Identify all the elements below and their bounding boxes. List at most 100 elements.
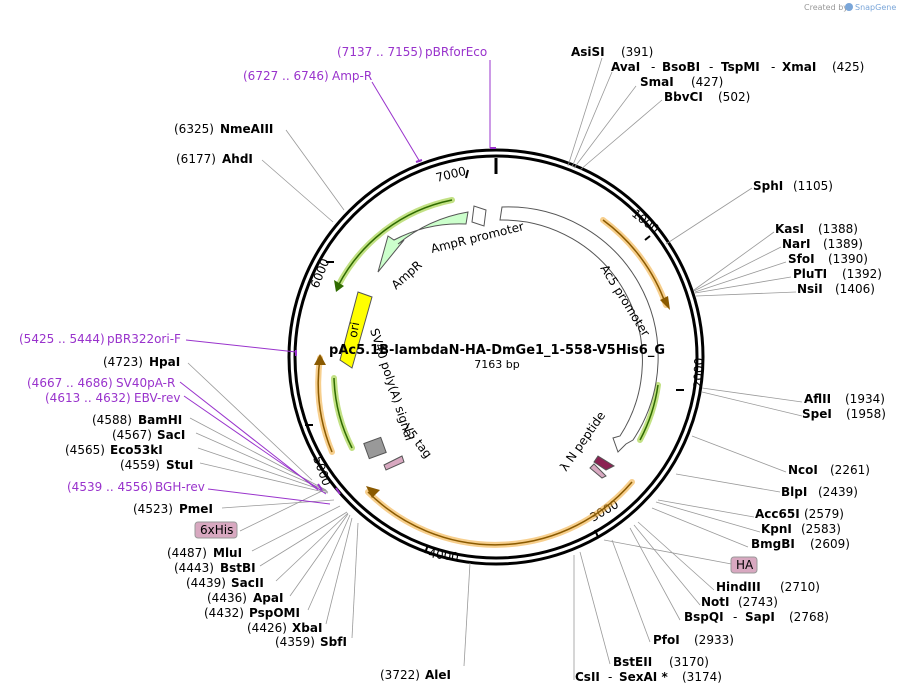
site-name: HindIII (716, 580, 761, 594)
site-pos: (1105) (793, 179, 833, 193)
site-name: XbaI (292, 621, 322, 635)
site-name: BbvCI (664, 90, 703, 104)
orf-arc-3 (315, 355, 335, 455)
primer-connectors (179, 60, 496, 505)
ampr-label: AmpR (389, 258, 425, 292)
site-name: BlpI (781, 485, 807, 499)
site-pos: (425) (832, 60, 864, 74)
site-name: SacII (231, 576, 264, 590)
site-name: NsiI (797, 282, 823, 296)
site-name: StuI (166, 458, 193, 472)
primer-range: (6727 .. 6746) (243, 69, 329, 83)
site-name: SfoI (788, 252, 815, 266)
site-name: SacI (157, 428, 185, 442)
plasmid-title: pAc5.1B-lambdaN-HA-DmGe1_1-558-V5His6_G (329, 343, 665, 358)
site-name: NmeAIII (220, 122, 273, 136)
plasmid-length: 7163 bp (474, 358, 519, 371)
site-pos: (1392) (842, 267, 882, 281)
tick-2000: 2000 (691, 358, 706, 389)
brand-text: SnapGene (855, 3, 896, 12)
site-pos: (1958) (846, 407, 886, 421)
ha-tag-badge-label: HA (736, 558, 754, 572)
site-name: AsiSI (571, 45, 605, 59)
ruler (305, 169, 684, 554)
site-pos: (2579) (804, 507, 844, 521)
site-pos: (4432) (204, 606, 244, 620)
site-name: MluI (213, 546, 242, 560)
backbone-inner-ring (293, 154, 699, 560)
site-pos: (2609) (810, 537, 850, 551)
site-pos: (4523) (133, 502, 173, 516)
site-pos: (3722) (380, 668, 420, 682)
site-pos: (1389) (823, 237, 863, 251)
site-connectors (187, 57, 803, 680)
primer-range: (4667 .. 4686) (27, 376, 113, 390)
orf-arc-2-head (366, 486, 380, 498)
site-name: AvaI (611, 60, 640, 74)
green-arc-right-line (639, 384, 659, 441)
site-name: NotI (701, 595, 730, 609)
site-pos: (4439) (186, 576, 226, 590)
site-name: KpnI (761, 522, 792, 536)
primer-name: SV40pA-R (116, 376, 175, 390)
site-pos: (1388) (818, 222, 858, 236)
site-pos: (4436) (207, 591, 247, 605)
credit-text: Created by (804, 3, 848, 12)
site-name: PmeI (179, 502, 213, 516)
green-arc-left-line (333, 377, 353, 449)
site-name: NcoI (788, 463, 818, 477)
site-name: BstEII (613, 655, 652, 669)
primer-range: (4613 .. 4632) (45, 391, 131, 405)
site-name: XmaI (782, 60, 816, 74)
site-name: NarI (782, 237, 811, 251)
tick-7000: 7000 (434, 164, 467, 185)
primer-name: Amp-R (332, 69, 372, 83)
svg-text:-: - (651, 60, 655, 74)
site-name: SmaI (640, 75, 674, 89)
site-name: AflII (804, 392, 831, 406)
orf-arc-1-line (602, 219, 667, 306)
site-name: SbfI (320, 635, 347, 649)
primer-range: (7137 .. 7155) (337, 45, 423, 59)
tick-5000: 5000 (310, 454, 334, 487)
orf-arc-2-line (367, 481, 633, 546)
site-pos: (4559) (120, 458, 160, 472)
site-name: PfoI (653, 633, 680, 647)
site-name: HpaI (149, 355, 180, 369)
tick-1000: 1000 (629, 206, 662, 236)
site-pos: (1390) (828, 252, 868, 266)
site-name: BmgBI (751, 537, 795, 551)
site-pos: (502) (718, 90, 750, 104)
svg-text:-: - (771, 60, 775, 74)
orf-arc-3-head (314, 354, 326, 365)
sv40-box (363, 436, 387, 460)
site-name: SphI (753, 179, 783, 193)
site-name: Eco53kI (110, 443, 163, 457)
v5-tag-box (383, 455, 405, 471)
primer-range: (5425 .. 5444) (19, 332, 105, 346)
site-name: SapI (745, 610, 775, 624)
site-name: TspMI (721, 60, 760, 74)
site-name: SexAI * (619, 670, 668, 684)
site-pos: (4723) (103, 355, 143, 369)
site-name: BstBI (220, 561, 256, 575)
site-name: BamHI (138, 413, 182, 427)
orf-arc-2 (365, 479, 635, 548)
ori-feature (339, 291, 373, 369)
his-tag-badge (194, 521, 238, 539)
orf-arc-3-line (317, 357, 333, 453)
site-pos: (2933) (694, 633, 734, 647)
site-pos: (4443) (174, 561, 214, 575)
backbone-outer-ring (287, 148, 705, 566)
site-pos: (4588) (92, 413, 132, 427)
site-name: BsoBI (662, 60, 700, 74)
site-name: AhdI (222, 152, 253, 166)
site-pos: (6177) (176, 152, 216, 166)
green-arc-left (331, 375, 355, 451)
site-pos: (2710) (780, 580, 820, 594)
site-pos: (2768) (789, 610, 829, 624)
site-pos: (4567) (112, 428, 152, 442)
site-pos: (2261) (830, 463, 870, 477)
ori-label: ori (346, 321, 362, 339)
